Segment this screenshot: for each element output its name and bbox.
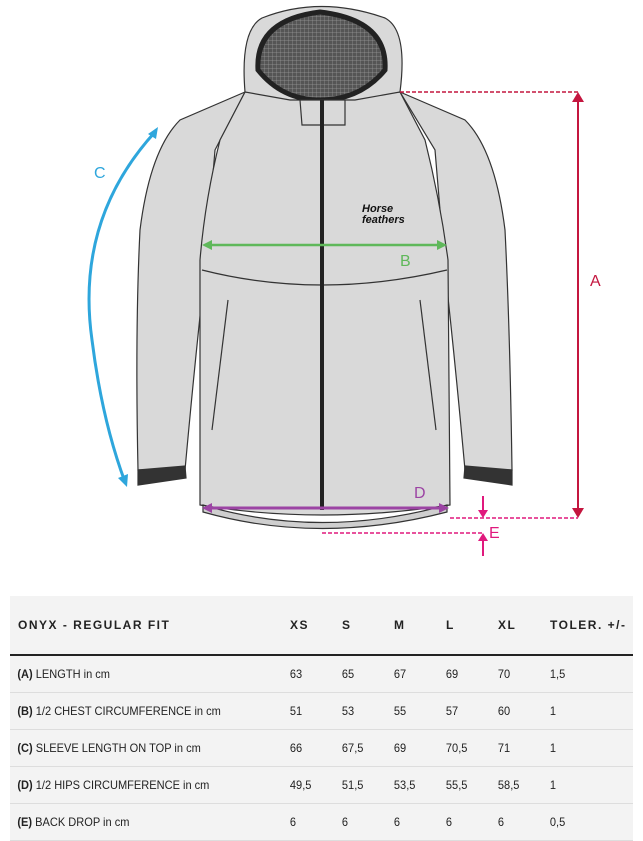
row-label-text: 1/2 HIPS CIRCUMFERENCE in cm (35, 778, 210, 792)
cell-value: 49,5 (289, 766, 337, 804)
right-sleeve (398, 90, 513, 471)
cell-value: 6 (445, 803, 493, 841)
svg-text:C: C (94, 165, 106, 182)
row-label-text: SLEEVE LENGTH ON TOP in cm (35, 741, 201, 755)
cell-value: 69 (445, 655, 493, 693)
size-table: ONYX - REGULAR FIT XS S M L XL TOLER. +/… (10, 596, 633, 841)
svg-text:E: E (489, 525, 500, 542)
cell-value: 67,5 (341, 729, 389, 767)
col-s: S (341, 596, 393, 656)
pocket-right (419, 299, 437, 431)
cell-value: 55 (393, 692, 441, 730)
cell-value: 67 (393, 655, 441, 693)
row-label: (E) BACK DROP in cm (10, 803, 267, 841)
measure-a: A (400, 91, 601, 518)
left-sleeve (136, 90, 247, 471)
cell-value: 63 (289, 655, 337, 693)
col-xl: XL (497, 596, 549, 656)
jacket-illustration (136, 5, 513, 530)
jacket-body (199, 91, 451, 516)
cell-value: 1 (549, 729, 627, 767)
row-code: (C) (17, 741, 33, 755)
measure-c: C (87, 127, 158, 487)
cell-value: 51,5 (341, 766, 389, 804)
cell-value: 57 (445, 692, 493, 730)
cell-value: 6 (289, 803, 337, 841)
pocket-left (211, 299, 229, 431)
cell-value: 6 (341, 803, 389, 841)
row-code: (B) (17, 704, 33, 718)
row-code: (D) (17, 778, 33, 792)
measure-d: D (202, 485, 449, 513)
row-code: (E) (17, 815, 33, 829)
row-label: (D) 1/2 HIPS CIRCUMFERENCE in cm (10, 766, 267, 804)
cell-value: 0,5 (549, 803, 627, 841)
cell-value: 51 (289, 692, 337, 730)
cuff-right (463, 465, 513, 486)
cuff-left (137, 465, 187, 486)
cell-value: 6 (497, 803, 545, 841)
cell-value: 1 (549, 692, 627, 730)
cell-value: 55,5 (445, 766, 493, 804)
svg-text:A: A (590, 273, 601, 290)
hood-lining-icon (255, 9, 388, 103)
cell-value: 1,5 (549, 655, 627, 693)
cell-value: 70,5 (445, 729, 493, 767)
measure-b: B (202, 240, 447, 270)
table-header: ONYX - REGULAR FIT XS S M L XL TOLER. +/… (10, 596, 633, 656)
cell-value: 60 (497, 692, 545, 730)
row-label: (C) SLEEVE LENGTH ON TOP in cm (10, 729, 267, 767)
cell-value: 69 (393, 729, 441, 767)
cell-value: 66 (289, 729, 337, 767)
cell-value: 53,5 (393, 766, 441, 804)
cell-value: 58,5 (497, 766, 545, 804)
row-label: (B) 1/2 CHEST CIRCUMFERENCE in cm (10, 692, 267, 730)
col-m: M (393, 596, 445, 656)
col-tolerance: TOLER. +/- (549, 596, 633, 656)
hem (202, 504, 448, 530)
measure-e: E (322, 496, 578, 556)
cell-value: 70 (497, 655, 545, 693)
cell-value: 1 (549, 766, 627, 804)
col-l: L (445, 596, 497, 656)
cell-value: 71 (497, 729, 545, 767)
col-xs: XS (289, 596, 341, 656)
row-label: (A) LENGTH in cm (10, 655, 267, 693)
row-label-text: 1/2 CHEST CIRCUMFERENCE in cm (35, 704, 221, 718)
row-code: (A) (17, 667, 33, 681)
svg-text:D: D (414, 485, 426, 502)
cell-value: 65 (341, 655, 389, 693)
row-label-text: LENGTH in cm (35, 667, 111, 681)
row-label-text: BACK DROP in cm (35, 815, 130, 829)
cell-value: 53 (341, 692, 389, 730)
table-title: ONYX - REGULAR FIT (10, 596, 289, 656)
svg-text:B: B (400, 253, 411, 270)
cell-value: 6 (393, 803, 441, 841)
